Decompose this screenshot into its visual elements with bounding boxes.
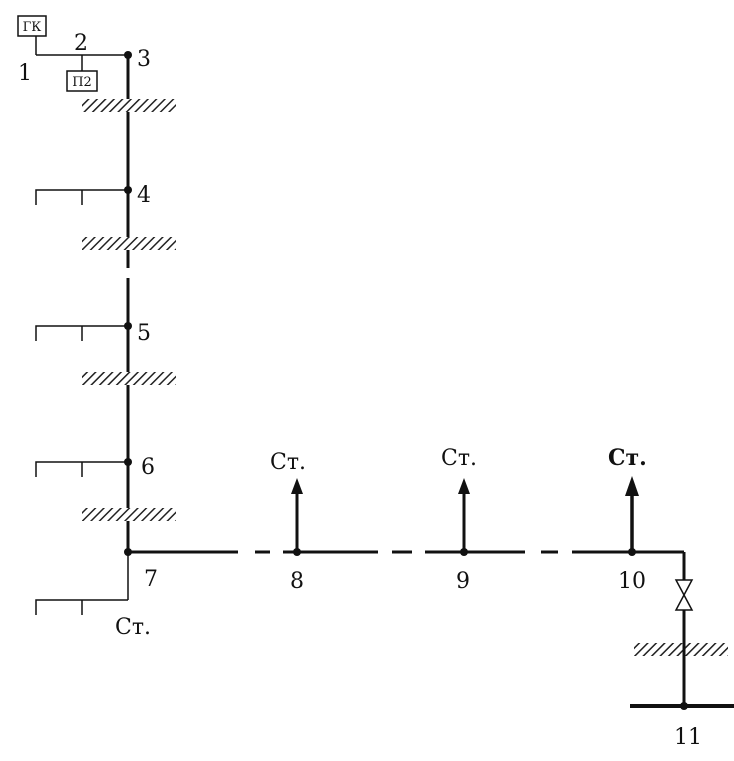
floor-slab-4 xyxy=(82,508,176,521)
riser-label-8: Ст. xyxy=(270,450,306,475)
node-label-5: 5 xyxy=(137,321,151,346)
node-label-7: 7 xyxy=(144,567,158,592)
node-label-8: 8 xyxy=(290,569,304,594)
node-dot-11 xyxy=(680,702,688,710)
p2-box-group: П2 xyxy=(66,55,98,92)
node-label-10: 10 xyxy=(618,569,646,594)
p2-box xyxy=(66,70,98,92)
node-dot-6 xyxy=(124,458,132,466)
node-label-9: 9 xyxy=(456,569,470,594)
arrow-up-icon xyxy=(458,478,470,494)
riser-arrow-8 xyxy=(291,478,303,552)
gk-box xyxy=(17,15,47,37)
floor-slab-1 xyxy=(82,99,176,112)
riser-label-10: Ст. xyxy=(608,445,647,471)
floor-slab-3 xyxy=(82,372,176,385)
branch-6 xyxy=(35,461,128,477)
p2-box-label: П2 xyxy=(72,75,92,90)
floor-slab-5 xyxy=(634,643,728,656)
node-dots xyxy=(124,51,688,710)
riser-label-9: Ст. xyxy=(441,446,477,471)
floor-slab-2 xyxy=(82,237,176,250)
node-dot-5 xyxy=(124,322,132,330)
node-label-11: 11 xyxy=(674,725,702,750)
gk-box-group: ГК xyxy=(17,15,47,55)
branch-7 xyxy=(35,599,128,615)
node-label-3: 3 xyxy=(137,47,151,72)
node-label-1: 1 xyxy=(18,61,32,86)
riser-arrow-9 xyxy=(458,478,470,552)
arrow-up-icon xyxy=(625,476,639,496)
riser-arrow-10 xyxy=(625,476,639,552)
node-label-6: 6 xyxy=(141,455,155,480)
branch-4 xyxy=(35,189,128,205)
arrow-up-icon xyxy=(291,478,303,494)
node-label-4: 4 xyxy=(137,183,151,208)
node-label-2: 2 xyxy=(74,31,88,56)
node-dot-4 xyxy=(124,186,132,194)
riser-label-7: Ст. xyxy=(115,615,151,640)
node-dot-7 xyxy=(124,548,132,556)
valve-icon xyxy=(674,579,694,611)
node-dot-10 xyxy=(628,548,636,556)
node-dot-9 xyxy=(460,548,468,556)
branch-5 xyxy=(35,325,128,341)
gk-box-label: ГК xyxy=(23,20,42,35)
node-dot-3 xyxy=(124,51,132,59)
node-dot-8 xyxy=(293,548,301,556)
